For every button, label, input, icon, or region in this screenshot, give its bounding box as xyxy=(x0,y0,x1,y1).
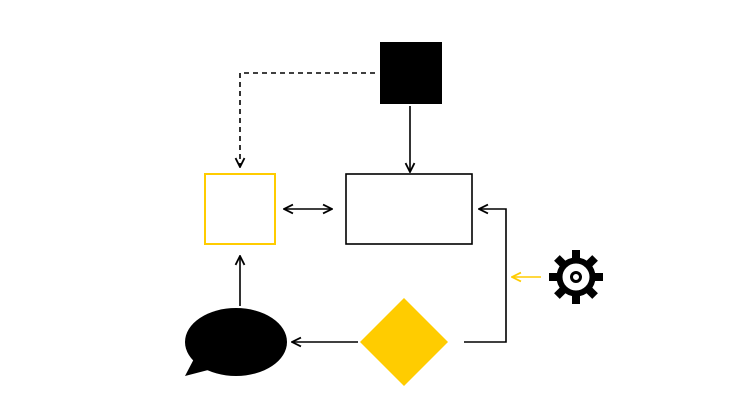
dashed-connector-top-to-left xyxy=(240,72,375,167)
connector-diamond-to-center xyxy=(464,209,507,343)
left-square-node xyxy=(204,173,276,245)
center-rect-node xyxy=(345,173,473,245)
speech-bubble-icon xyxy=(185,308,287,376)
top-square-node xyxy=(380,42,442,104)
diamond-node xyxy=(360,298,448,386)
gear-icon xyxy=(549,250,603,304)
